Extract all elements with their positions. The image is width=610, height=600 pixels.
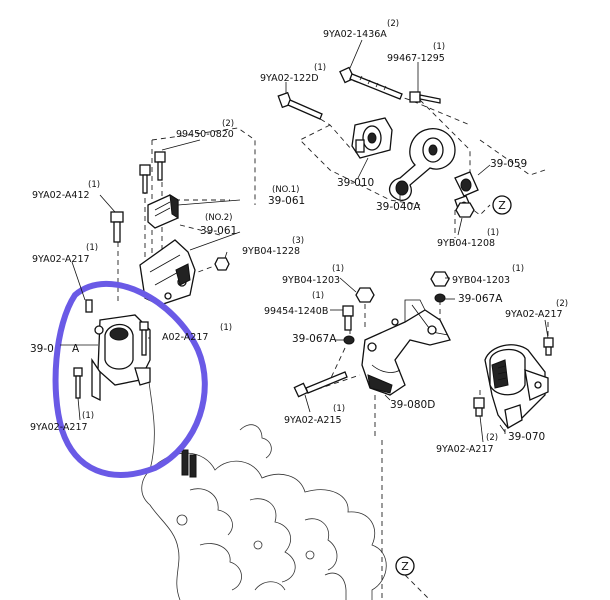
label-122d: 9YA02-122D xyxy=(260,73,319,84)
highlight-circle xyxy=(52,281,208,478)
qty-1240b: (1) xyxy=(312,291,324,301)
label-39-040-partial-suffix: A xyxy=(72,343,80,355)
engine-block-outline xyxy=(141,371,387,600)
bracket-39-061-no1 xyxy=(147,194,179,229)
bolt-a412 xyxy=(110,211,124,243)
qty-1228: (3) xyxy=(292,236,304,246)
label-a217-bottomright: 9YA02-A217 xyxy=(436,444,494,455)
bolt-1436a xyxy=(339,66,403,100)
label-39-061-no1: 39-061 xyxy=(268,195,305,207)
bolt-1240b xyxy=(342,305,354,331)
label-0820: 99450-0820 xyxy=(176,129,234,140)
label-1203-right: 9YB04-1203 xyxy=(452,275,510,286)
mount-link-39-040a xyxy=(388,128,456,201)
label-39-010: 39-010 xyxy=(337,177,374,189)
svg-text:Z: Z xyxy=(401,560,409,573)
label-39-040a: 39-040A xyxy=(376,201,421,213)
label-a217-topleft: 9YA02-A217 xyxy=(32,254,90,265)
qty-a217-mid: (1) xyxy=(220,323,232,333)
label-39-059: 39-059 xyxy=(490,158,527,170)
label-a215: 9YA02-A215 xyxy=(284,415,342,426)
z-marker-bottom: Z xyxy=(395,556,431,600)
label-1208: 9YB04-1208 xyxy=(437,238,495,249)
label-39-061-no2: 39-061 xyxy=(200,225,237,237)
nut-1208 xyxy=(455,202,475,218)
engine-mount-39-070 xyxy=(484,344,549,430)
label-1295: 99467-1295 xyxy=(387,53,445,64)
qty-a412: (1) xyxy=(88,180,100,190)
label-39-040-partial: 39-0 xyxy=(30,343,54,355)
qty-a217-topleft: (1) xyxy=(86,243,98,253)
mount-bracket-39-080d xyxy=(361,299,451,396)
label-a412: 9YA02-A412 xyxy=(32,190,90,201)
nut-1203-right xyxy=(430,271,450,287)
bolts-0820 xyxy=(139,151,166,194)
left-engine-mount xyxy=(73,299,151,402)
washer-067a-right xyxy=(434,293,446,303)
qty-1436a: (2) xyxy=(387,19,399,29)
label-a217-mid: A02-A217 xyxy=(162,332,208,343)
leader-lines xyxy=(60,39,549,443)
qty-1208: (1) xyxy=(487,228,499,238)
label-a217-bottomleft: 9YA02-A217 xyxy=(30,422,88,433)
qty-122d: (1) xyxy=(314,63,326,73)
bolt-1295 xyxy=(409,91,441,104)
washer-067a-left xyxy=(343,335,355,345)
label-1203-left: 9YB04-1203 xyxy=(282,275,340,286)
label-39-080d: 39-080D xyxy=(390,399,435,411)
qty-1203-left: (1) xyxy=(332,264,344,274)
label-a217-right: 9YA02-A217 xyxy=(505,309,563,320)
bolt-a217-right-bottom xyxy=(473,397,485,417)
qty-a215: (1) xyxy=(333,404,345,414)
nut-1203-left xyxy=(355,287,375,303)
part-labels: (2) 9YA02-1436A (1) 99467-1295 (1) 9YA02… xyxy=(30,19,568,455)
label-39-067a-left: 39-067A xyxy=(292,333,337,345)
qty-a217-bottomleft: (1) xyxy=(82,411,94,421)
bolt-a217-right-top xyxy=(543,337,554,356)
label-no2: (NO.2) xyxy=(205,213,232,223)
qty-0820: (2) xyxy=(222,119,234,129)
label-1436a: 9YA02-1436A xyxy=(323,29,387,40)
qty-1295: (1) xyxy=(433,42,445,52)
qty-a217-bottomright: (2) xyxy=(486,433,498,443)
nut-1228 xyxy=(214,257,230,271)
z-marker-top: Z xyxy=(492,195,512,215)
qty-1203-right: (1) xyxy=(512,264,524,274)
svg-text:Z: Z xyxy=(498,199,506,212)
mount-bracket-39-010 xyxy=(351,117,393,159)
bolt-a215 xyxy=(293,371,348,398)
bolt-122d xyxy=(277,91,323,120)
label-39-067a-right: 39-067A xyxy=(458,293,503,305)
label-39-070: 39-070 xyxy=(508,431,545,443)
label-1228: 9YB04-1228 xyxy=(242,246,300,257)
label-no1: (NO.1) xyxy=(272,185,299,195)
qty-a217-right: (2) xyxy=(556,299,568,309)
label-1240b: 99454-1240B xyxy=(264,306,328,317)
